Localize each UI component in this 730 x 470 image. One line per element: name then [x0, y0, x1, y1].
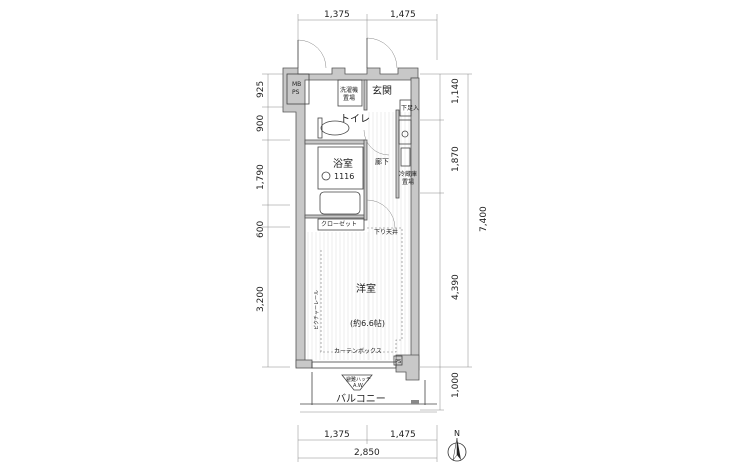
bath-size-label: 1116 — [334, 172, 354, 181]
doors — [297, 37, 398, 229]
left-dimension: 925 900 1,790 600 3,200 — [256, 73, 290, 368]
right-dimension: 1,140 1,870 4,390 1,000 7,400 — [420, 73, 489, 411]
lowered-ceiling-label: 下り天井 — [374, 228, 398, 236]
dim-left-4: 600 — [256, 221, 266, 238]
hatch-label-1: 避難ハッチ — [346, 376, 371, 383]
ps-small-label: PS — [395, 359, 401, 365]
western-room-label: 洋室 — [356, 282, 376, 295]
laundry-label-2: 置場 — [343, 94, 355, 102]
picture-rail-label: ピクチャーレール — [314, 290, 320, 330]
curtain-box-label: カーテンボックス — [334, 347, 382, 355]
shoe-box-label: 下足入 — [401, 105, 419, 112]
dim-bottom-1: 1,375 — [324, 430, 350, 440]
dim-left-5: 3,200 — [256, 286, 266, 312]
compass-label: N — [454, 429, 460, 438]
top-dimension: 1,375 1,475 — [297, 10, 438, 60]
balcony-label: バルコニー — [336, 393, 386, 405]
laundry-label-1: 洗濯機 — [340, 86, 358, 94]
dim-bottom-2: 1,475 — [390, 430, 416, 440]
toilet-label: トイレ — [340, 114, 370, 125]
entrance-label: 玄関 — [372, 84, 392, 97]
dim-bottom-total: 2,850 — [354, 448, 380, 458]
bottom-dimension: 1,375 1,475 2,850 — [297, 425, 438, 462]
hatch-label-2: A.W — [353, 383, 363, 389]
dim-left-1: 925 — [256, 81, 266, 98]
dim-right-1: 1,140 — [451, 78, 461, 104]
dim-top-2: 1,475 — [390, 10, 416, 20]
dim-right-total: 7,400 — [479, 206, 489, 232]
room-size-label: (約6.6帖) — [350, 318, 385, 328]
dim-right-4: 1,000 — [451, 372, 461, 398]
ps-label: PS — [292, 89, 300, 96]
dim-top-1: 1,375 — [324, 10, 350, 20]
dim-right-2: 1,870 — [451, 146, 461, 172]
bathroom-label: 浴室 — [333, 157, 353, 170]
hallway-label: 廊下 — [375, 157, 389, 166]
dim-left-3: 1,790 — [256, 164, 266, 190]
fridge-label-1: 冷蔵庫 — [399, 170, 417, 178]
dim-right-3: 4,390 — [451, 274, 461, 300]
mb-label: MB — [292, 81, 301, 88]
fridge-label-2: 置場 — [402, 178, 414, 186]
closet-label: クローゼット — [321, 220, 357, 228]
walls — [282, 67, 420, 381]
balcony: 避難ハッチ A.W バルコニー — [300, 372, 437, 413]
north-arrow-icon: N — [447, 429, 467, 462]
dim-left-2: 900 — [256, 115, 266, 132]
